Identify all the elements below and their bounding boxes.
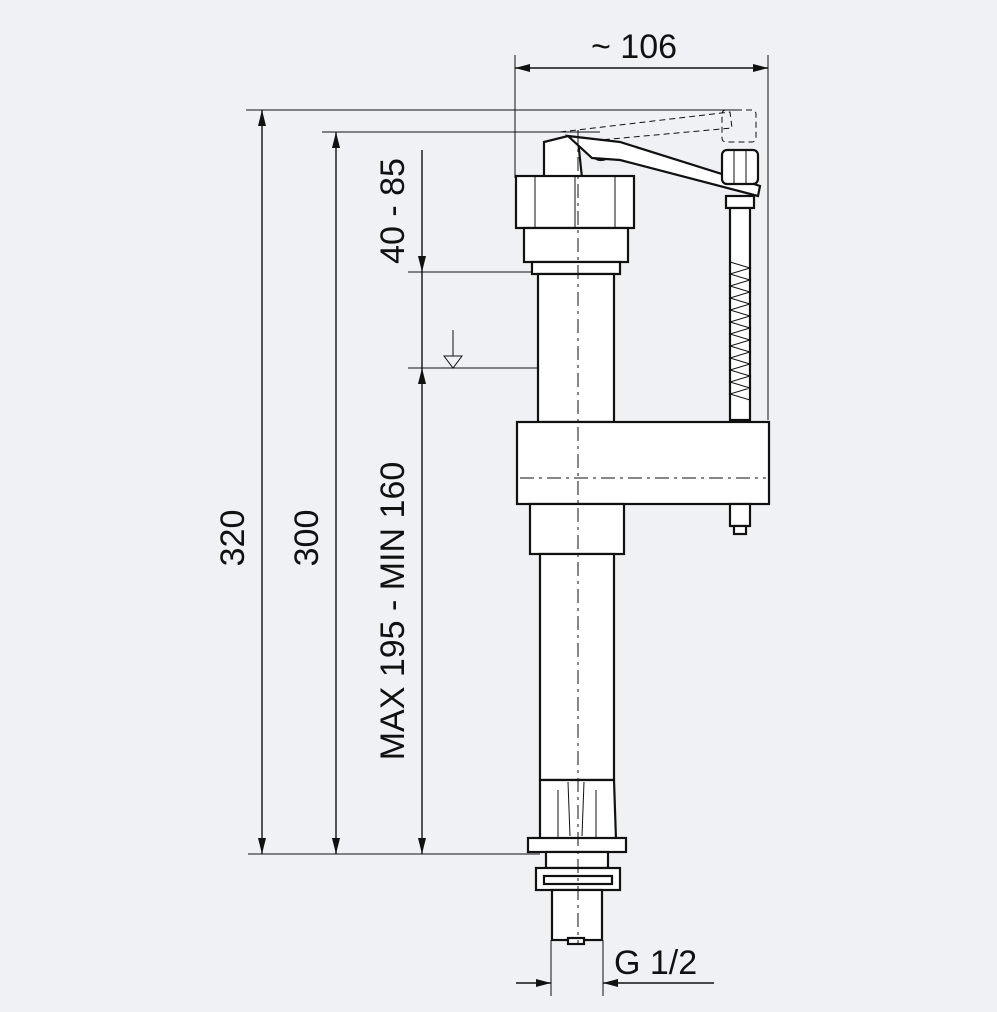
dimension-lines — [246, 55, 769, 996]
water-level-label: MAX 195 - MIN 160 — [374, 462, 412, 761]
body-height-label: 300 — [288, 510, 326, 567]
overall-height-label: 320 — [214, 510, 252, 567]
thread-label: G 1/2 — [614, 944, 697, 982]
adjust-range-label: 40 - 85 — [374, 158, 412, 264]
valve-body — [514, 109, 771, 946]
adjustment-rod — [720, 148, 760, 536]
width-top-label: ~ 106 — [591, 28, 677, 66]
